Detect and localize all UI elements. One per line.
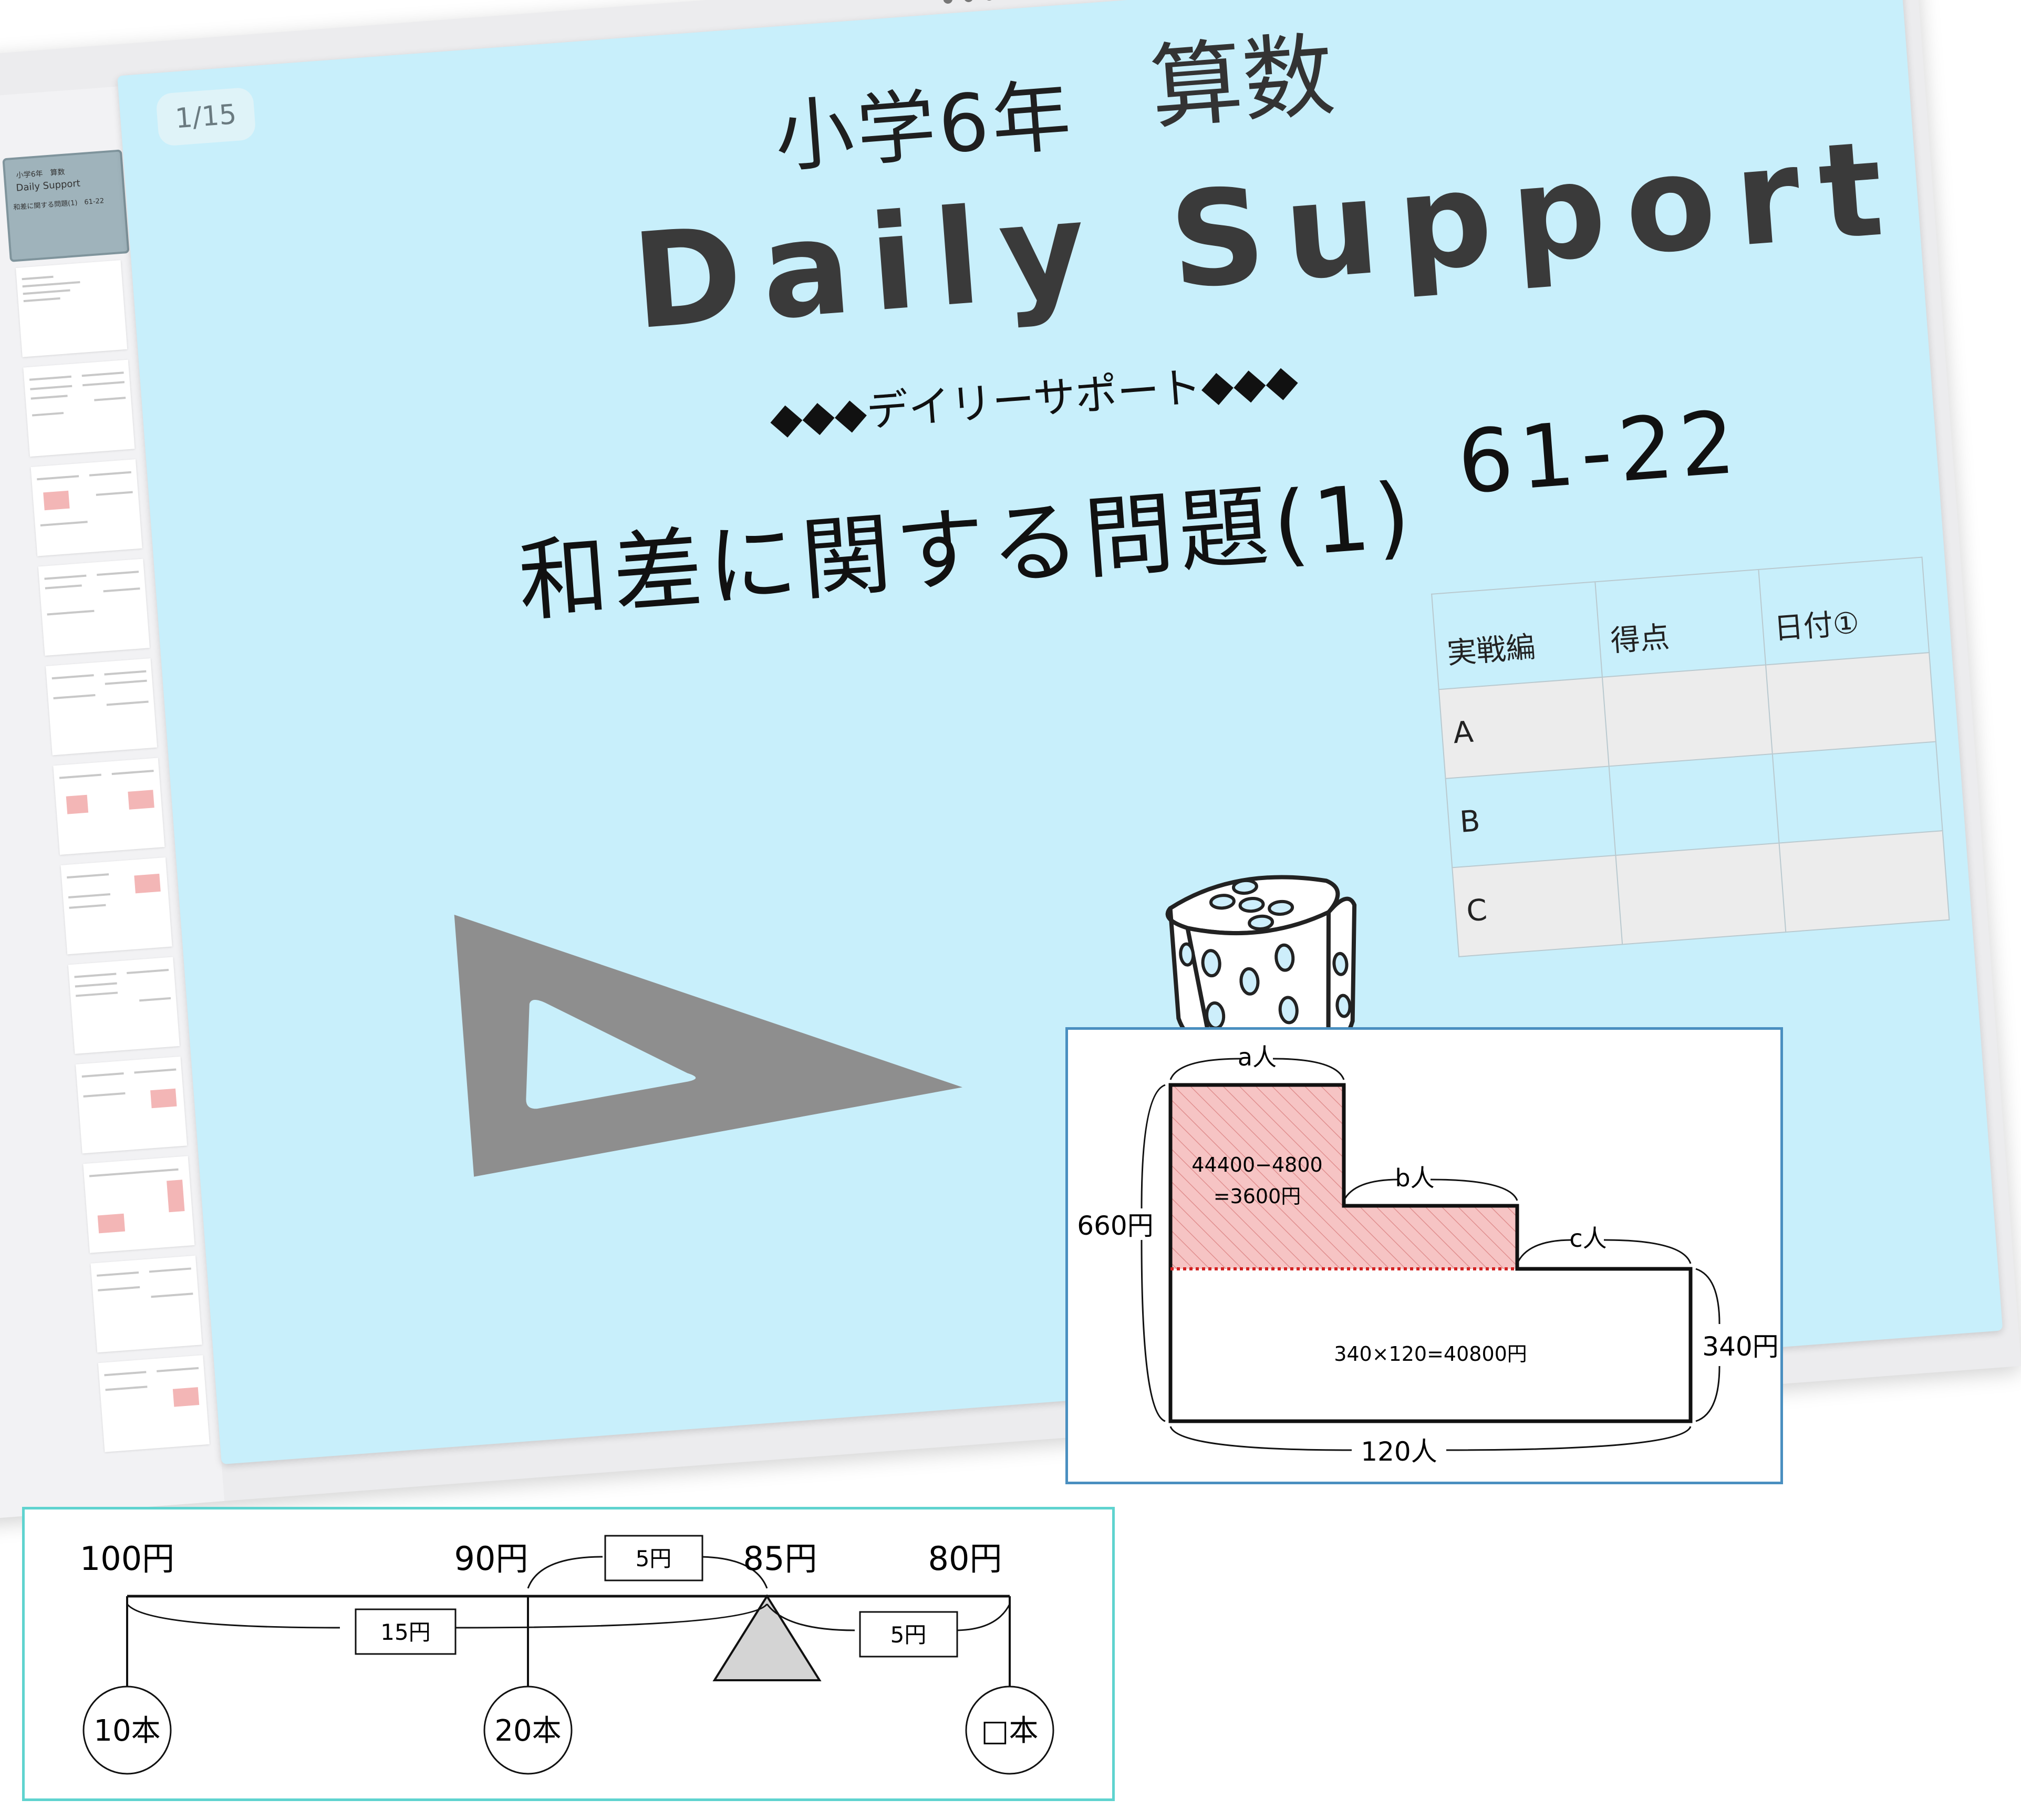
score-table: 実戦編 得点 日付① A B C xyxy=(1431,557,1950,957)
score-table-row-label: C xyxy=(1452,855,1623,957)
score-cell xyxy=(1779,831,1950,933)
window-menu-dots-icon[interactable]: ••• xyxy=(937,0,1002,19)
score-table-header: 実戦編 xyxy=(1432,582,1602,690)
problem-title: 和差に関する問題(1) xyxy=(515,463,1419,635)
label-left-height: 660円 xyxy=(1077,1211,1153,1241)
weight-label: □本 xyxy=(981,1714,1039,1748)
balance-diagram: 15円 5円 5円 100円 90円 85円 80円 10本 20本 □本 xyxy=(22,1507,1115,1801)
slide-subtitle: ◆◆◆デイリーサポート◆◆◆ xyxy=(768,355,1300,444)
price-label: 85円 xyxy=(743,1539,817,1578)
area-diagram-svg: a人 b人 c人 660円 340円 120人 44400−4800 =3600… xyxy=(1077,1043,1778,1467)
label-c: c人 xyxy=(1569,1224,1607,1253)
thumbnail-page-2[interactable] xyxy=(16,260,128,357)
thumbnail-page-12[interactable] xyxy=(90,1255,202,1353)
shaded-formula-line1: 44400−4800 xyxy=(1191,1153,1322,1176)
score-table-row-label: B xyxy=(1445,766,1616,868)
balance-diagram-svg: 15円 5円 5円 100円 90円 85円 80円 10本 20本 □本 xyxy=(80,1535,1054,1775)
price-label: 90円 xyxy=(454,1539,528,1578)
thumbnail-page-3[interactable] xyxy=(23,359,135,457)
area-diagram: a人 b人 c人 660円 340円 120人 44400−4800 =3600… xyxy=(1065,1027,1783,1484)
thumbnail-page-11[interactable] xyxy=(83,1156,195,1253)
score-cell xyxy=(1772,741,1943,843)
score-cell xyxy=(1609,753,1779,855)
score-table-header: 日付① xyxy=(1758,557,1930,665)
thumbnail-page-5[interactable] xyxy=(38,559,150,656)
score-cell xyxy=(1766,653,1936,754)
thumbnail-title-text: Daily Support xyxy=(15,178,81,194)
diff-label: 5円 xyxy=(890,1622,927,1648)
thumbnail-problem-text: 和差に関する問題(1) 61-22 xyxy=(13,197,105,212)
rect-formula: 340×120=40800円 xyxy=(1334,1342,1527,1366)
score-table-header: 得点 xyxy=(1595,569,1766,677)
thumbnail-page-4[interactable] xyxy=(30,459,142,556)
shaded-formula-line2: =3600円 xyxy=(1214,1185,1301,1208)
score-table-row-label: A xyxy=(1438,677,1609,779)
thumbnail-page-9[interactable] xyxy=(68,957,180,1054)
label-b: b人 xyxy=(1395,1164,1434,1192)
weight-label: 10本 xyxy=(94,1714,160,1748)
problem-code: 61-22 xyxy=(1454,391,1745,514)
grade-label: 小学6年 xyxy=(772,70,1077,184)
price-label: 80円 xyxy=(928,1539,1002,1578)
score-cell xyxy=(1602,665,1773,767)
triangle-ruler-icon xyxy=(454,914,963,1177)
score-cell xyxy=(1615,843,1786,945)
thumbnail-page-10[interactable] xyxy=(76,1056,188,1154)
label-bottom: 120人 xyxy=(1361,1436,1437,1467)
thumbnail-page-13[interactable] xyxy=(98,1355,210,1452)
price-label: 100円 xyxy=(80,1539,174,1578)
thumbnail-page-7[interactable] xyxy=(53,758,165,855)
subject-label: 算数 xyxy=(1146,22,1339,142)
label-a: a人 xyxy=(1238,1043,1277,1071)
thumbnail-page-8[interactable] xyxy=(60,857,172,955)
diff-label: 5円 xyxy=(636,1546,672,1571)
page-indicator: 1/15 xyxy=(155,87,256,147)
thumbnail-page-1[interactable]: 小学6年 算数 Daily Support 和差に関する問題(1) 61-22 xyxy=(2,149,130,262)
label-right-height: 340円 xyxy=(1702,1331,1778,1362)
weight-label: 20本 xyxy=(494,1714,561,1748)
thumbnail-page-6[interactable] xyxy=(46,658,158,756)
thumbnail-grade-text: 小学6年 算数 xyxy=(16,168,66,180)
diff-label: 15円 xyxy=(380,1619,430,1645)
